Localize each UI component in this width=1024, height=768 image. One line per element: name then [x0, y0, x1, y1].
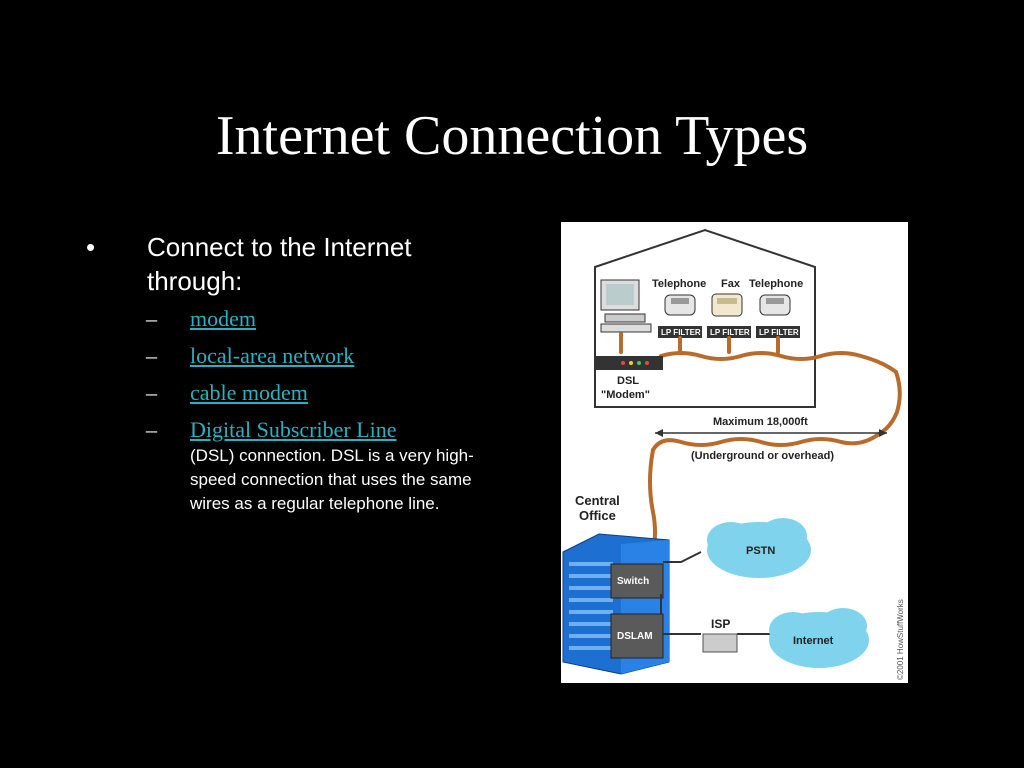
isp-label: ISP: [711, 617, 730, 631]
fax-label: Fax: [721, 278, 741, 290]
fax-icon: [711, 293, 743, 317]
telephone-icon: [759, 294, 791, 316]
central-office-building-icon: [562, 533, 670, 675]
internet-label: Internet: [793, 635, 834, 647]
internet-cloud-icon: [769, 608, 869, 668]
isp-icon: [702, 633, 738, 653]
dash-marker: –: [146, 417, 157, 442]
dslam-label: DSLAM: [617, 631, 653, 642]
dsl-modem-label: "Modem": [601, 389, 650, 401]
pstn-cloud-icon: [707, 518, 811, 578]
main-bullet-text: Connect to the Internet through:: [147, 232, 412, 296]
bullet-marker: •: [86, 232, 96, 262]
lp-filter-label: LP FILTER: [710, 328, 750, 337]
slide-title: Internet Connection Types: [215, 105, 809, 167]
dash-marker: –: [146, 306, 157, 331]
telephone-icon: [664, 294, 696, 316]
central-office-label: Central: [575, 493, 620, 508]
dsl-modem-label: DSL: [617, 375, 639, 387]
dash-marker: –: [146, 380, 157, 405]
maximum-distance-label: Maximum 18,000ft: [713, 416, 808, 428]
telephone-label: Telephone: [749, 278, 803, 290]
telephone-label: Telephone: [652, 278, 706, 290]
computer-icon: [600, 279, 652, 333]
dsl-description: (DSL) connection. DSL is a very high-spe…: [190, 446, 474, 513]
pstn-label: PSTN: [746, 545, 775, 557]
switch-label: Switch: [617, 576, 649, 587]
lp-filter-label: LP FILTER: [661, 328, 701, 337]
link-local-area-network[interactable]: local-area network: [190, 343, 355, 368]
link-modem[interactable]: modem: [190, 306, 256, 331]
link-digital-subscriber-line[interactable]: Digital Subscriber Line: [190, 417, 397, 442]
central-office-label: Office: [579, 508, 616, 523]
copyright-label: ©2001 HowStuffWorks: [896, 599, 905, 680]
lp-filter-label: LP FILTER: [759, 328, 799, 337]
dash-marker: –: [146, 343, 157, 368]
dsl-network-diagram: Telephone Fax Telephone LP FILTER LP FIL…: [561, 222, 908, 683]
underground-label: (Underground or overhead): [691, 450, 834, 462]
link-cable-modem[interactable]: cable modem: [190, 380, 308, 405]
